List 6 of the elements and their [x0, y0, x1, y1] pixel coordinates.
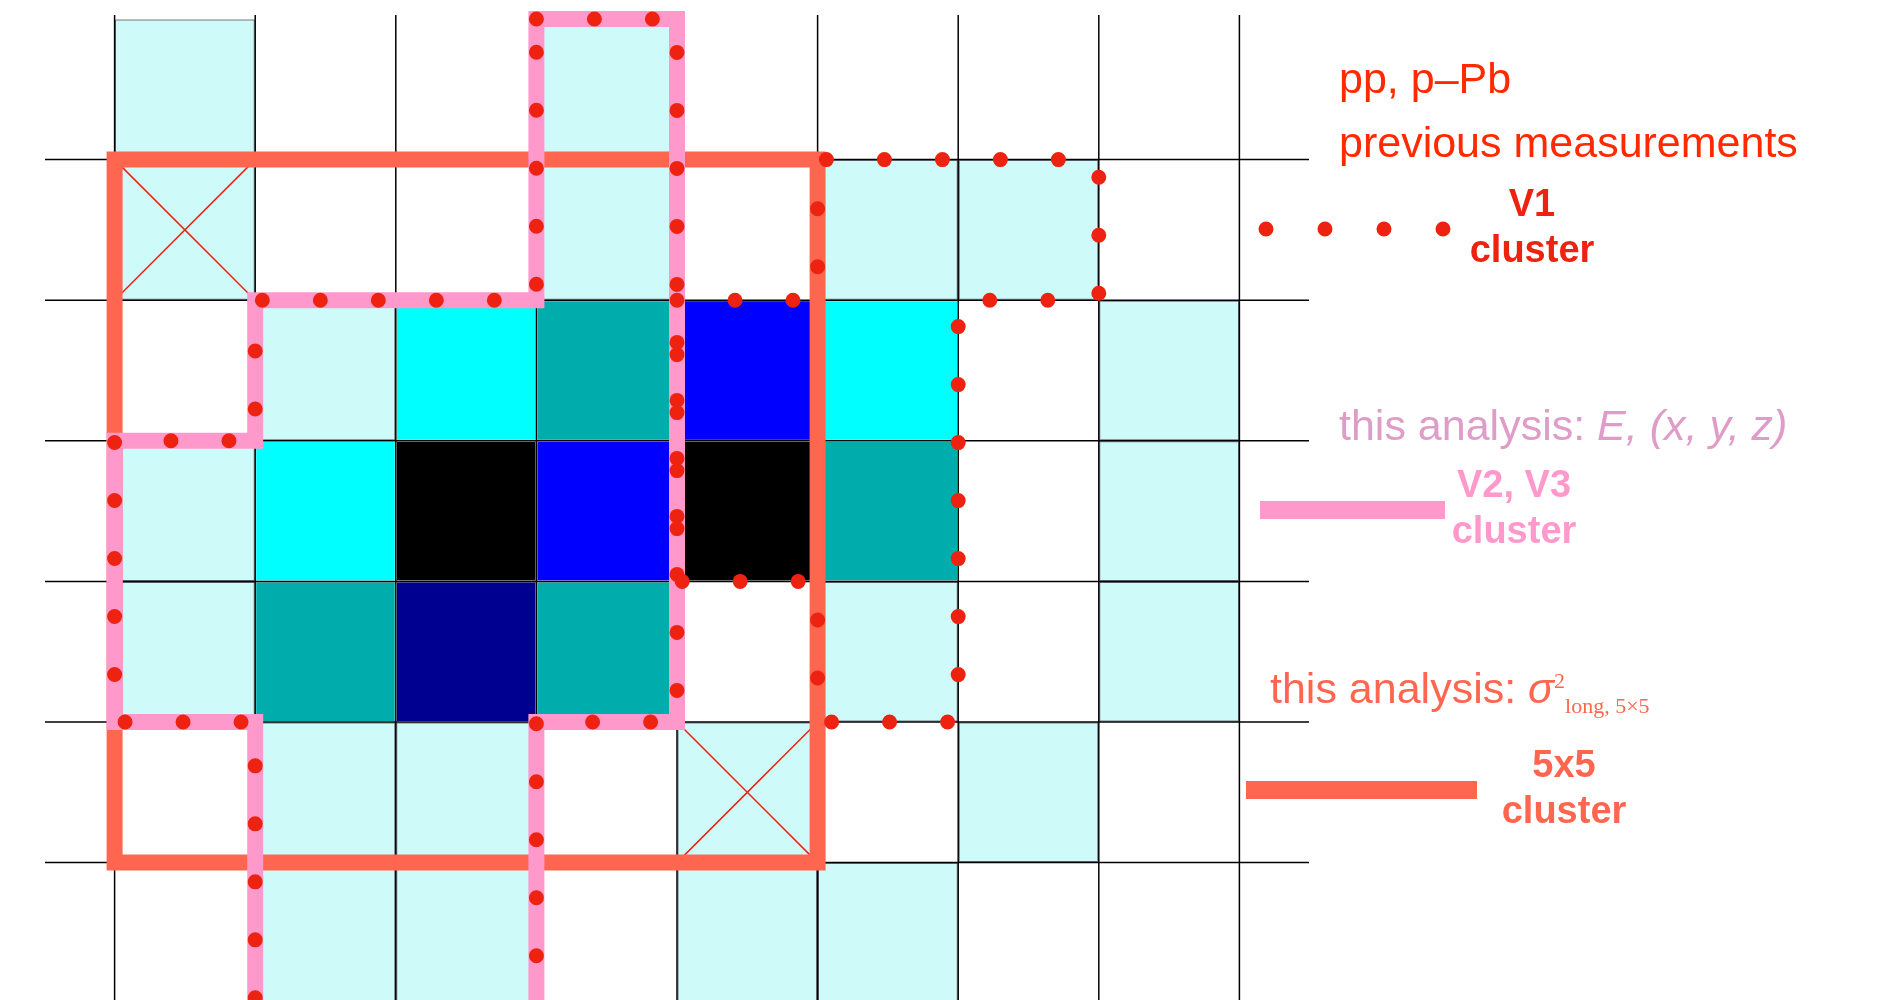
legend-heading: previous measurements [1339, 119, 1798, 167]
legend-label: V2, V3 cluster [1450, 462, 1578, 553]
legend-label: V1 cluster [1468, 181, 1596, 272]
legend-heading: this analysis: E, (x, y, z) [1339, 402, 1788, 450]
legend-heading: pp, p–Pb [1339, 55, 1512, 103]
legend-label: 5x5 cluster [1500, 742, 1628, 833]
